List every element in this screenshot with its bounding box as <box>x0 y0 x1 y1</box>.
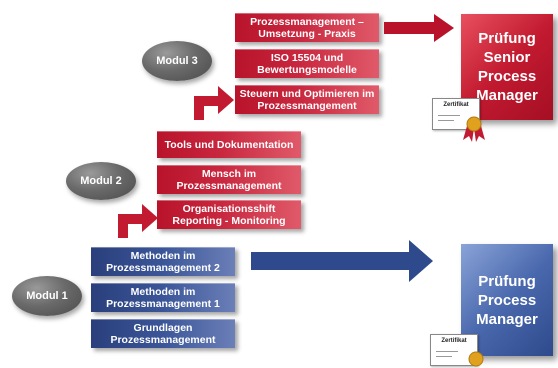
modul-3-ellipse: Modul 3 <box>142 41 212 81</box>
exam-senior-line1: Prüfung <box>478 30 536 47</box>
exam-senior-line2: Senior <box>483 49 531 66</box>
modul-3-topic-steuern: Steuern und Optimieren im Prozessmangeme… <box>235 85 379 114</box>
modul-2-elbow-arrow <box>118 204 158 238</box>
certificate-seal-icon-2 <box>468 351 484 367</box>
modul-2-label: Modul 2 <box>80 175 122 187</box>
modul-3-elbow-arrow <box>194 86 234 120</box>
arrow-to-manager-exam <box>251 240 433 282</box>
exam-process-manager: Prüfung Process Manager <box>461 244 553 356</box>
exam-senior-line4: Manager <box>476 87 538 104</box>
exam-manager-line3: Manager <box>476 310 538 328</box>
exam-manager-line1: Prüfung <box>478 272 536 290</box>
modul-3-label: Modul 3 <box>156 55 198 67</box>
arrow-to-senior-exam <box>384 14 454 42</box>
modul-1-ellipse: Modul 1 <box>12 276 82 316</box>
modul-1-topic-grundlagen: Grundlagen Prozessmanagement <box>91 319 235 348</box>
certificate-seal-icon <box>463 116 485 142</box>
modul-3-topic-praxis: Prozessmanagement – Umsetzung - Praxis <box>235 13 379 42</box>
modul-2-topic-organisationsshift: Organisationsshift Reporting - Monitorin… <box>157 200 301 229</box>
modul-2-topic-mensch: Mensch im Prozessmanagement <box>157 165 301 194</box>
certificate-label: Zertifikat <box>443 102 469 108</box>
modul-1-topic-methoden-1: Methoden im Prozessmanagement 1 <box>91 283 235 312</box>
modul-1-topic-methoden-2: Methoden im Prozessmanagement 2 <box>91 247 235 276</box>
modul-2-ellipse: Modul 2 <box>66 162 136 200</box>
modul-3-topic-iso: ISO 15504 und Bewertungsmodelle <box>235 49 379 78</box>
modul-2-topic-tools: Tools und Dokumentation <box>157 131 301 158</box>
exam-senior-line3: Process <box>477 68 537 85</box>
exam-manager-line2: Process <box>477 291 537 309</box>
modul-1-label: Modul 1 <box>26 290 68 302</box>
certificate-label-2: Zertifikat <box>441 338 467 344</box>
